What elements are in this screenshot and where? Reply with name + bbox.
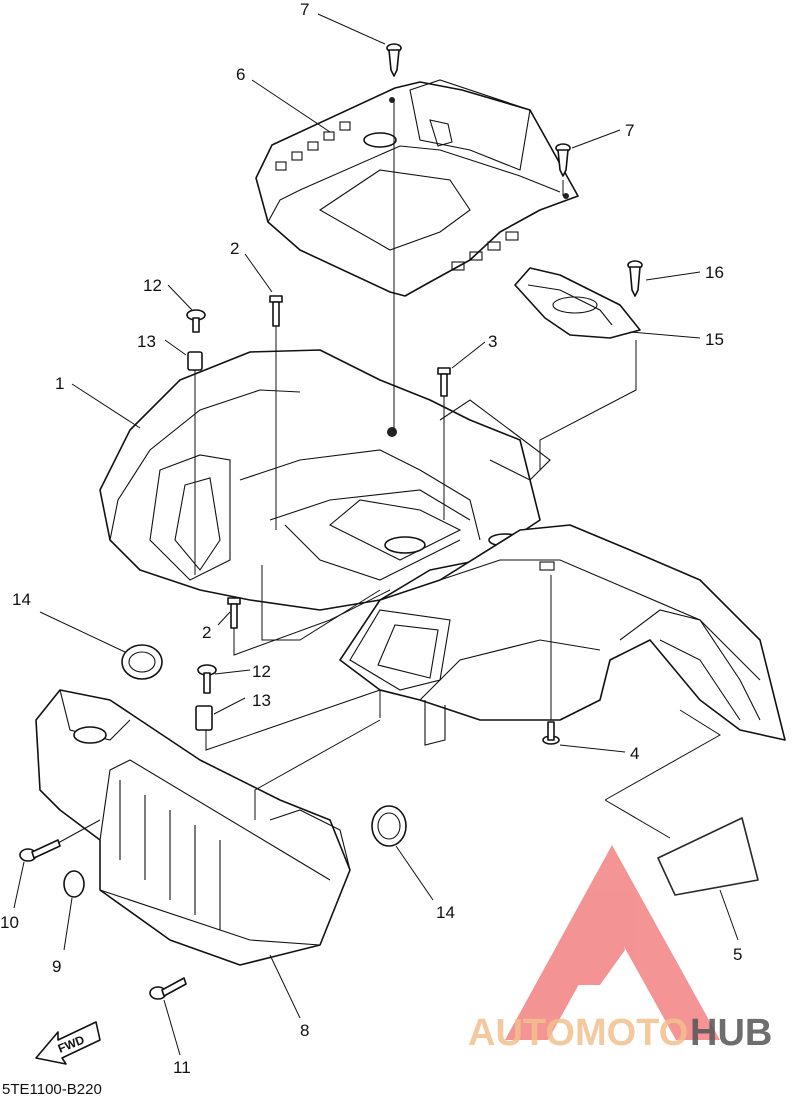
fwd-arrow: FWD — [35, 1021, 101, 1065]
part-13-collar-top — [187, 351, 203, 371]
part-7-screw-top — [386, 43, 402, 77]
callout-16: 16 — [705, 263, 724, 282]
assembly-guide-lines — [57, 100, 721, 844]
callout-7-top: 7 — [300, 0, 309, 19]
callout-12-top: 12 — [143, 276, 162, 295]
part-16-screw — [627, 260, 643, 297]
callout-4: 4 — [630, 744, 639, 763]
callout-5: 5 — [733, 945, 742, 964]
part-15-bracket — [514, 267, 641, 339]
drawing-code: 5TE1100-B220 — [2, 1081, 102, 1097]
part-14-grommet-left — [121, 644, 163, 680]
callout-labels: 7 6 7 2 16 12 15 13 3 1 14 2 12 13 4 14 … — [0, 0, 742, 1077]
watermark-text-automoto: AUTOMOTO — [468, 1012, 688, 1054]
callout-8: 8 — [300, 1021, 309, 1040]
watermark-logo — [505, 845, 720, 1040]
part-8-lower-cover — [35, 689, 351, 966]
part-14-grommet-right — [371, 805, 407, 847]
part-4-bolt — [542, 721, 560, 745]
callout-1: 1 — [55, 374, 64, 393]
callout-7-right: 7 — [625, 121, 634, 140]
callout-14-right: 14 — [436, 903, 455, 922]
callout-12-bottom: 12 — [252, 662, 271, 681]
part-7-screw-right — [555, 143, 571, 177]
callout-10: 10 — [0, 913, 19, 932]
vent-slots-right — [451, 231, 519, 271]
part-12-screw-top — [186, 309, 206, 333]
callout-2-bottom: 2 — [202, 623, 211, 642]
part-2-bolt-top — [269, 295, 283, 327]
part-1-rear-fender — [339, 524, 786, 746]
leader-lines — [13, 13, 739, 1056]
callout-6: 6 — [236, 65, 245, 84]
part-10-bolt — [19, 839, 61, 862]
callout-15: 15 — [705, 330, 724, 349]
callout-13-top: 13 — [137, 332, 156, 351]
vent-slots-left — [275, 121, 351, 171]
part-13-collar-bottom — [195, 705, 213, 731]
callout-14-left: 14 — [12, 590, 31, 609]
callout-11: 11 — [173, 1058, 191, 1077]
part-11-bolt — [149, 977, 187, 1000]
watermark-text-hub: HUB — [690, 1012, 772, 1054]
lower-cover-ribs — [119, 780, 221, 930]
callout-9: 9 — [52, 957, 61, 976]
callout-2-top: 2 — [230, 239, 239, 258]
part-3-bolt — [437, 367, 451, 397]
part-12-screw-bottom — [197, 664, 217, 694]
part-2-bolt-bottom — [227, 597, 241, 629]
callout-3: 3 — [488, 332, 497, 351]
watermark-text: AUTOMOTO HUB — [468, 1012, 772, 1054]
part-6-top-cover — [255, 79, 579, 297]
part-5-cover-plate — [657, 817, 759, 896]
part-1-front-fender — [99, 349, 551, 611]
callout-13-bottom: 13 — [252, 691, 271, 710]
part-9-cap — [63, 870, 85, 898]
